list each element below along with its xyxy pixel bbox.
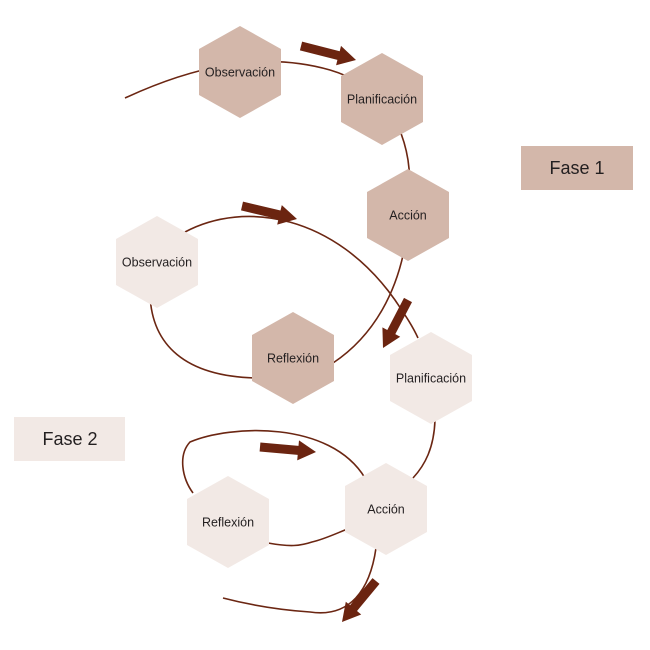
step-label: Planificación (347, 92, 417, 106)
hexagon (367, 169, 449, 261)
phase2-step-observacion: Observación (116, 216, 198, 308)
step-label: Reflexión (267, 351, 319, 365)
hexagon (199, 26, 281, 118)
phase2-label-background (14, 417, 125, 461)
hexagon (345, 463, 427, 555)
phase2-label-box: Fase 2 (14, 417, 125, 461)
phase1-label-background (521, 146, 633, 190)
step-label: Planificación (396, 371, 466, 385)
step-label: Acción (367, 502, 405, 516)
step-label: Acción (389, 208, 427, 222)
phase2-step-accion: Acción (345, 463, 427, 555)
phase1-step-planificacion: Planificación (341, 53, 423, 145)
phase1-step-observacion: Observación (199, 26, 281, 118)
hexagon (187, 476, 269, 568)
step-label: Reflexión (202, 515, 254, 529)
arrow-icon (382, 297, 412, 348)
curve-planificacion2-to-accion2 (412, 419, 436, 479)
arrow-icon (342, 578, 380, 622)
curve-accion2-exit (222, 547, 377, 614)
phase2-step-reflexion: Reflexión (187, 476, 269, 568)
step-label: Observación (122, 255, 192, 269)
curve-reflexion1-to-observacion2 (149, 294, 256, 379)
direction-arrows (241, 41, 412, 622)
arrow-icon (299, 41, 356, 66)
step-label: Observación (205, 65, 275, 79)
curve-observacion2-to-planificacion2 (184, 215, 419, 339)
hexagon (390, 332, 472, 424)
phase1-label: Fase 1 (549, 158, 604, 178)
curve-accion2-loop (181, 429, 366, 494)
phase1-step-reflexion: Reflexión (252, 312, 334, 404)
phase1-label-box: Fase 1 (521, 146, 633, 190)
hexagon (252, 312, 334, 404)
arrow-icon (259, 440, 316, 461)
phase2-step-planificacion: Planificación (390, 332, 472, 424)
arrow-icon (241, 201, 297, 225)
hexagon (116, 216, 198, 308)
hexagon (341, 53, 423, 145)
phase2-label: Fase 2 (42, 429, 97, 449)
phase1-step-accion: Acción (367, 169, 449, 261)
curve-reflexion2-to-accion2 (267, 527, 351, 547)
